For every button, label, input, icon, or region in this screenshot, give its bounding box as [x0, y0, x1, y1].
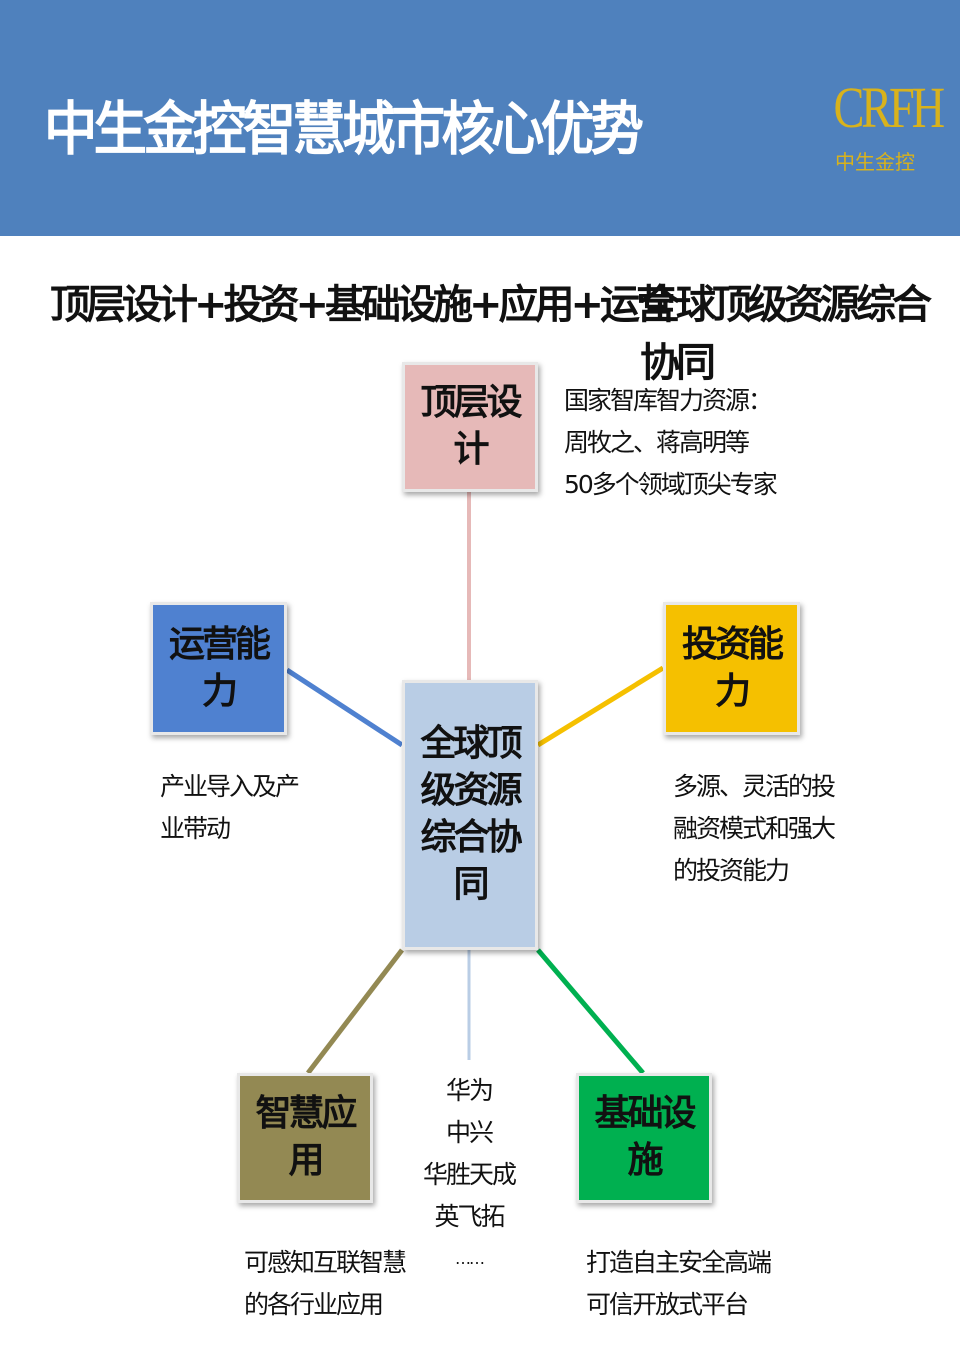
connector-left [285, 667, 404, 748]
note-right: 多源、灵活的投 融资模式和强大 的投资能力 [673, 766, 836, 892]
note-line: 的各行业应用 [244, 1290, 384, 1319]
subtitle-left: 顶层设计+投资+基础设施+应用+运营 [50, 282, 676, 328]
note-line: 业带动 [160, 814, 231, 843]
note-line: 融资模式和强大 [673, 814, 836, 843]
note-line: 中兴 [445, 1118, 494, 1147]
node-infrastructure: 基础设施 [576, 1073, 712, 1203]
note-line: 可信开放式平台 [586, 1290, 749, 1319]
node-center: 全球顶级资源综合协同 [402, 680, 538, 950]
note-line: 华为 [445, 1076, 494, 1105]
logo-text: 中生金控 [835, 150, 915, 174]
note-line: 50多个领域顶尖专家 [564, 470, 778, 499]
note-line: 英飞拓 [434, 1202, 505, 1231]
note-line: 华胜天成 [422, 1160, 517, 1189]
node-operations: 运营能力 [150, 602, 287, 735]
note-top: 国家智库智力资源： 周牧之、蒋高明等 50多个领域顶尖专家 [564, 380, 778, 506]
note-line: 可感知互联智慧 [244, 1248, 407, 1277]
node-investment: 投资能力 [663, 602, 800, 735]
note-line: …… [455, 1249, 485, 1268]
note-line: 产业导入及产 [160, 772, 300, 801]
node-top-design: 顶层设计 [402, 362, 538, 492]
note-bottom-left: 可感知互联智慧 的各行业应用 [244, 1242, 407, 1326]
note-line: 周牧之、蒋高明等 [564, 428, 750, 457]
note-line: 打造自主安全高端 [586, 1248, 772, 1277]
subtitle-right: 全球顶级资源综合协同 [640, 282, 932, 386]
page-title: 中生金控智慧城市核心优势 [44, 95, 644, 163]
connector-bottom-left [306, 948, 404, 1075]
note-bottom-right: 打造自主安全高端 可信开放式平台 [586, 1242, 772, 1326]
note-line: 多源、灵活的投 [673, 772, 836, 801]
note-line: 的投资能力 [673, 856, 790, 885]
note-line: 国家智库智力资源： [564, 386, 773, 415]
connector-bottom-right [536, 948, 645, 1075]
note-left: 产业导入及产 业带动 [160, 766, 300, 850]
node-smart-apps: 智慧应用 [237, 1073, 373, 1203]
connector-right [536, 665, 665, 748]
note-bottom-center: 华为 中兴 华胜天成 英飞拓 …… [409, 1070, 529, 1280]
logo: CRFH 中生金控 [820, 78, 946, 175]
logo-mark: CRFH [833, 75, 946, 140]
header-banner: 中生金控智慧城市核心优势 CRFH 中生金控 [0, 0, 960, 236]
